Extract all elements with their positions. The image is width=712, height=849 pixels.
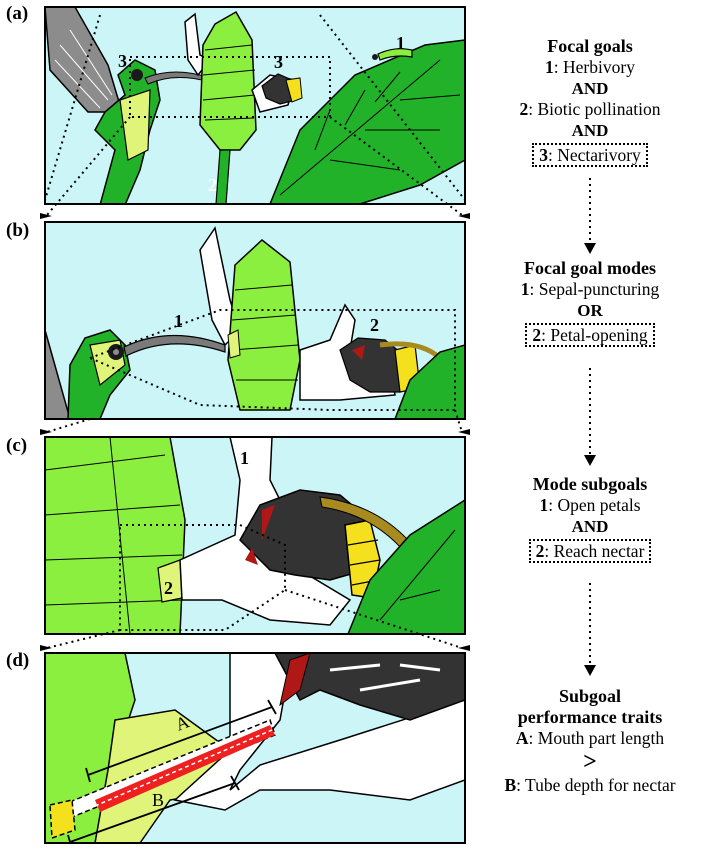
mode-subgoals-block: Mode subgoals 1: Open petals AND 2: Reac… xyxy=(468,474,712,563)
mode-subgoals-heading: Mode subgoals xyxy=(468,474,712,495)
subgoal-2-box: 2: Reach nectar xyxy=(529,539,652,563)
operator-and-3: AND xyxy=(468,516,712,537)
focal-goals-heading: Focal goals xyxy=(468,36,712,57)
focal-goal-1: 1: Herbivory xyxy=(468,57,712,78)
traits-heading-line2: performance traits xyxy=(468,707,712,728)
marker-c-1: 1 xyxy=(240,448,249,469)
marker-a-3-bird: 3 xyxy=(118,51,127,72)
panel-label-c: (c) xyxy=(6,435,27,457)
mode-1: 1: Sepal-puncturing xyxy=(468,279,712,300)
subgoal-1: 1: Open petals xyxy=(468,495,712,516)
focal-goal-2: 2: Biotic pollination xyxy=(468,99,712,120)
marker-a-2: 2 xyxy=(208,175,217,196)
marker-a-1: 1 xyxy=(396,33,405,54)
focal-goal-modes-heading: Focal goal modes xyxy=(468,258,712,279)
panel-d-illustration xyxy=(45,653,465,849)
marker-b-2: 2 xyxy=(370,315,379,336)
focal-goal-modes-block: Focal goal modes 1: Sepal-puncturing OR … xyxy=(468,258,712,347)
performance-traits-block: Subgoal performance traits A: Mouth part… xyxy=(468,686,712,796)
focal-goal-3-box: 3: Nectarivory xyxy=(532,143,648,167)
focal-goals-block: Focal goals 1: Herbivory AND 2: Biotic p… xyxy=(468,36,712,167)
green-bract xyxy=(228,240,300,410)
mode-2-box: 2: Petal-opening xyxy=(525,323,654,347)
trait-b: B: Tube depth for nectar xyxy=(468,775,712,796)
marker-c-2: 2 xyxy=(164,578,173,599)
marker-b-1: 1 xyxy=(174,311,183,332)
comparator-greater-than: > xyxy=(468,749,712,775)
operator-and-1: AND xyxy=(468,78,712,99)
marker-a-3-bee: 3 xyxy=(274,52,283,73)
trait-a: A: Mouth part length xyxy=(468,728,712,749)
traits-heading-line1: Subgoal xyxy=(468,686,712,707)
operator-and-2: AND xyxy=(468,120,712,141)
marker-d-b: B xyxy=(152,790,164,811)
panel-b-illustration xyxy=(45,222,465,419)
panel-label-a: (a) xyxy=(6,3,28,25)
panel-label-b: (b) xyxy=(6,220,29,242)
panel-c-illustration xyxy=(45,437,465,634)
operator-or: OR xyxy=(468,300,712,321)
panel-label-d: (d) xyxy=(6,650,29,672)
